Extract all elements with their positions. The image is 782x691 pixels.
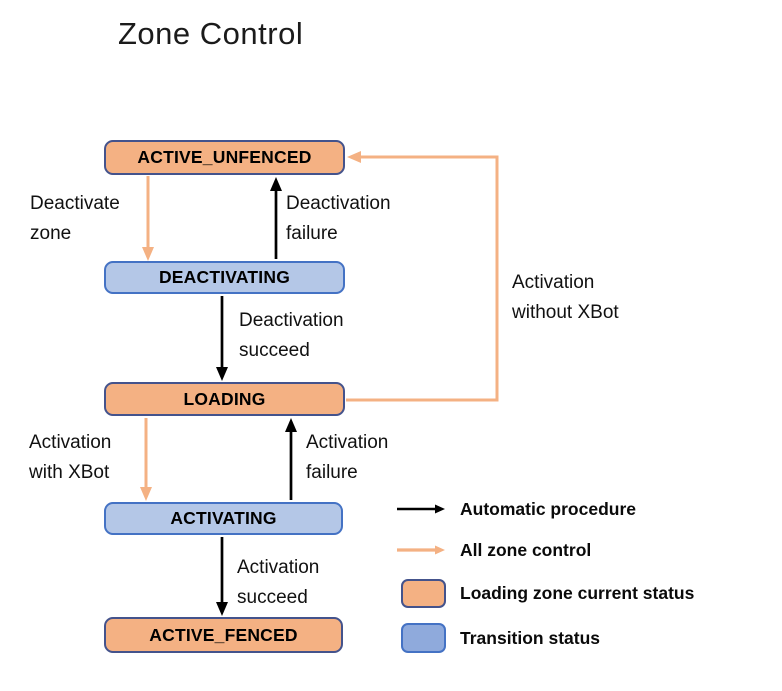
state-active-fenced: ACTIVE_FENCED — [104, 617, 343, 653]
edge-label-line: succeed — [237, 587, 308, 608]
state-active-unfenced: ACTIVE_UNFENCED — [104, 140, 345, 175]
edge-label-line: Deactivation — [239, 310, 344, 331]
edge-label-activation-failure: Activation failure — [306, 428, 388, 488]
edge-label-activation-succeed: Activation succeed — [237, 553, 319, 613]
edge-label-activation-with-xbot: Activation with XBot — [29, 428, 111, 488]
state-label: ACTIVE_UNFENCED — [137, 147, 312, 167]
edge-label-line: Deactivate — [30, 193, 120, 214]
legend-black-arrow-icon — [397, 504, 445, 514]
edge-label-deactivation-failure: Deactivation failure — [286, 189, 391, 249]
edge-label-line: Deactivation — [286, 193, 391, 214]
edge-label-activation-without-xbot: Activation without XBot — [512, 268, 619, 328]
legend-label-automatic-procedure: Automatic procedure — [460, 499, 636, 519]
state-deactivating: DEACTIVATING — [104, 261, 345, 294]
state-label: ACTIVE_FENCED — [149, 624, 298, 645]
edge-label-line: Activation — [306, 432, 389, 453]
edge-label-line: failure — [306, 462, 358, 483]
edge-label-line: zone — [30, 223, 72, 244]
state-activating: ACTIVATING — [104, 502, 343, 535]
state-loading: LOADING — [104, 382, 345, 416]
legend-orange-arrow-icon — [397, 545, 445, 555]
edge-label-line: succeed — [239, 340, 310, 361]
edge-label-line: Activation — [237, 557, 320, 578]
edge-label-line: Activation — [512, 272, 595, 293]
legend-orange-swatch — [401, 579, 446, 608]
edge-label-deactivate-zone: Deactivate zone — [30, 189, 120, 249]
edge-label-line: with XBot — [29, 462, 110, 483]
state-label: ACTIVATING — [170, 508, 277, 528]
edge-label-deactivation-succeed: Deactivation succeed — [239, 306, 344, 366]
legend-label-loading-zone-current-status: Loading zone current status — [460, 583, 695, 603]
edge-label-line: Activation — [29, 432, 112, 453]
legend-label-all-zone-control: All zone control — [460, 540, 592, 560]
edge-label-line: failure — [286, 223, 338, 244]
page-title: Zone Control — [118, 16, 304, 51]
edge-label-line: without XBot — [512, 302, 619, 323]
state-label: LOADING — [183, 388, 266, 409]
legend-label-transition-status: Transition status — [460, 628, 601, 648]
legend-blue-swatch — [401, 623, 446, 653]
state-label: DEACTIVATING — [158, 267, 291, 287]
